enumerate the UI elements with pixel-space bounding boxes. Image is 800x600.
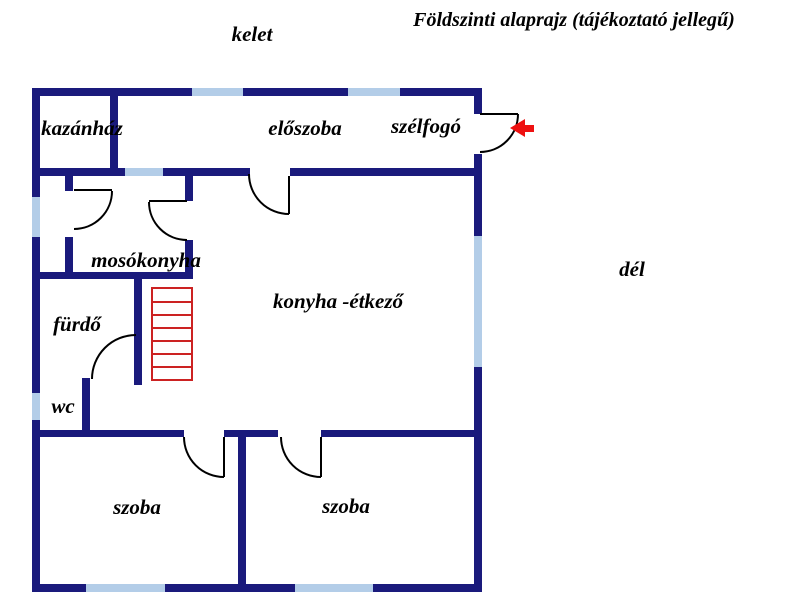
wall (82, 378, 90, 430)
window (348, 88, 400, 96)
wall (32, 88, 40, 592)
page-title: Földszinti alaprajz (tájékoztató jellegű… (413, 9, 735, 31)
door-arc (148, 201, 188, 241)
wall (40, 272, 193, 279)
room-label-konyha-etkezo: konyha -étkező (272, 289, 404, 313)
wall (290, 168, 474, 176)
wall (32, 584, 482, 592)
wall (321, 430, 474, 437)
stairs-outline (151, 287, 193, 381)
window (32, 197, 40, 237)
room-label-szoba-left: szoba (113, 495, 161, 519)
entrance-arrow-icon (510, 119, 534, 137)
wall (110, 96, 118, 170)
room-label-szoba-right: szoba (322, 494, 370, 518)
orientation-label-south: dél (619, 257, 645, 281)
room-label-eloszoba: előszoba (268, 116, 342, 140)
wall (134, 279, 142, 385)
arrow-tail (522, 125, 534, 132)
window (192, 88, 243, 96)
wall (40, 168, 125, 176)
door-arc (479, 113, 519, 153)
room-label-wc: wc (51, 394, 75, 418)
room-label-mosokonyha: mosókonyha (91, 248, 201, 272)
wall (474, 367, 482, 592)
wall (32, 88, 482, 96)
window (295, 584, 373, 592)
window (474, 236, 482, 367)
window (86, 584, 165, 592)
room-label-szelfogo: szélfogó (391, 114, 461, 138)
stairs (151, 287, 193, 381)
wall (65, 176, 73, 191)
door-arc (183, 436, 225, 478)
wall (163, 168, 250, 176)
room-label-furdo: fürdő (53, 312, 101, 336)
wall (224, 430, 278, 437)
door-arc (280, 436, 322, 478)
doors (73, 113, 519, 478)
window (125, 168, 163, 176)
wall (185, 240, 193, 279)
door-arc (91, 334, 137, 380)
room-label-kazanhaz: kazánház (41, 116, 123, 140)
door-arc (73, 190, 113, 230)
window (32, 393, 40, 420)
wall (185, 176, 193, 201)
orientation-label-east: kelet (231, 22, 273, 46)
walls (32, 88, 482, 592)
door-arc (248, 173, 290, 215)
wall (474, 96, 482, 114)
wall (238, 437, 246, 584)
arrow-head (510, 119, 525, 137)
wall (40, 430, 184, 437)
wall (65, 237, 73, 279)
windows (32, 88, 482, 592)
wall (474, 154, 482, 236)
